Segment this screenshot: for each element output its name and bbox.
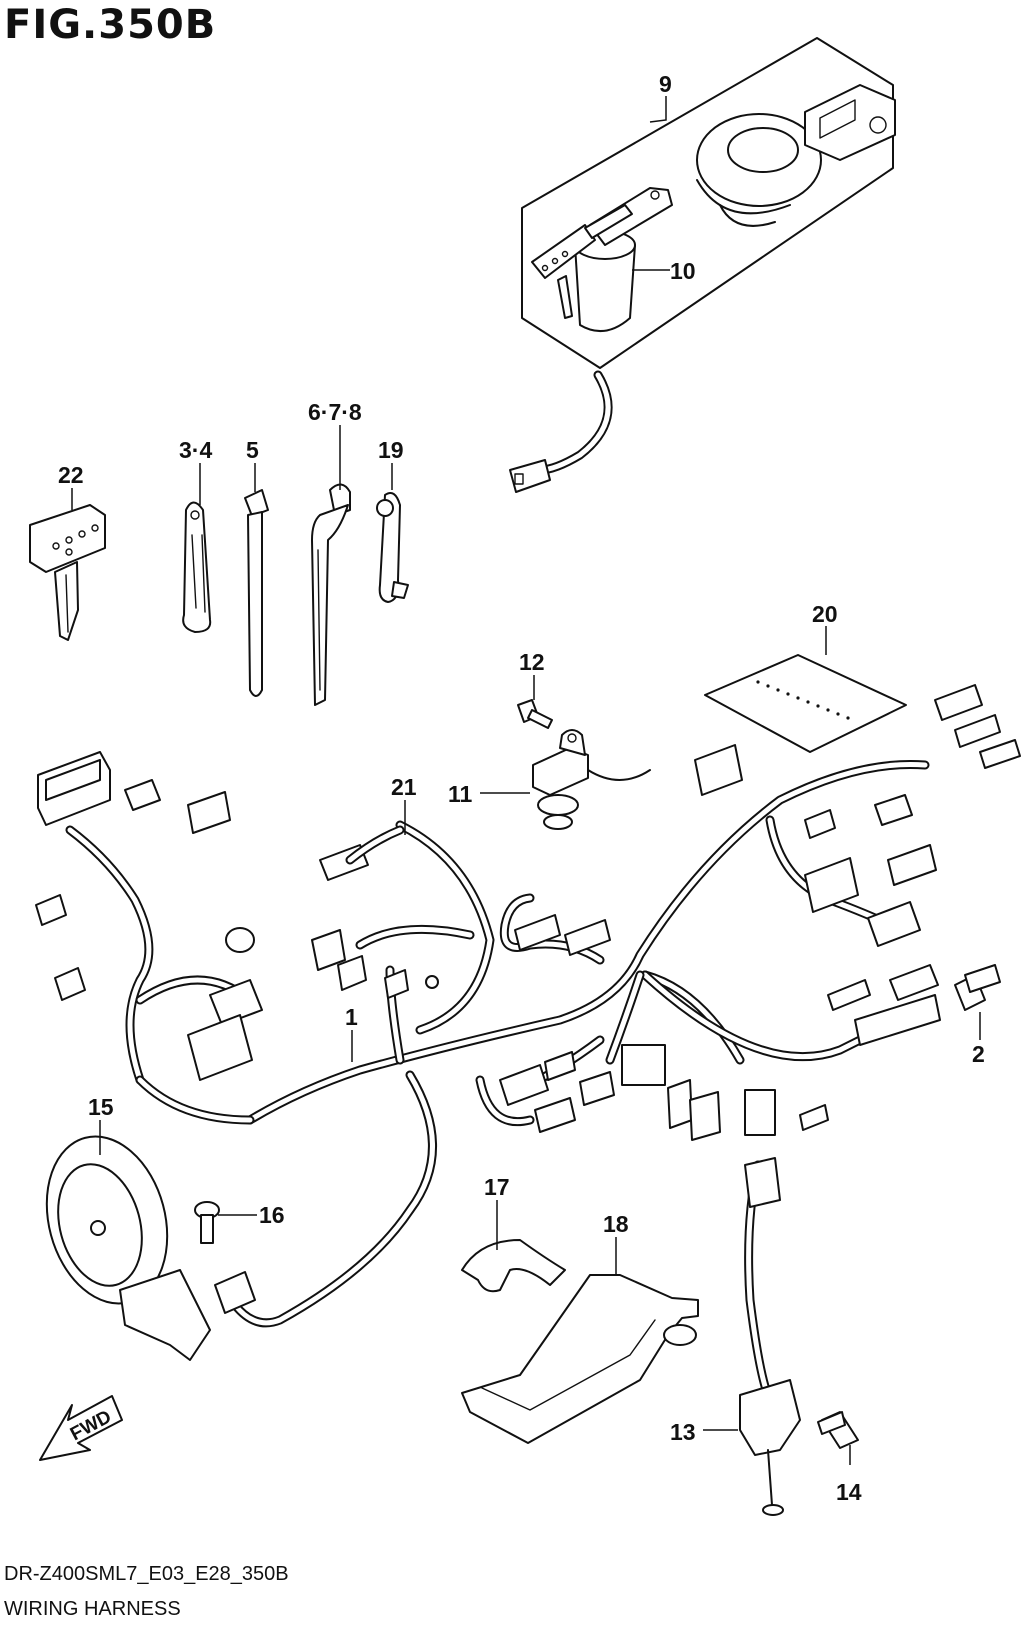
- bolt-14[interactable]: [817, 1411, 859, 1449]
- callout-22: 22: [58, 462, 84, 488]
- leader-lines: [71, 96, 981, 1465]
- horn-connector: [214, 1271, 256, 1314]
- connector-r: [667, 1079, 693, 1129]
- connector-e: [54, 967, 86, 1001]
- connector-t: [744, 1089, 776, 1136]
- connector-j: [311, 929, 346, 971]
- model-code: DR-Z400SML7_E03_E28_350B: [4, 1563, 289, 1585]
- bolt-12[interactable]: [517, 699, 553, 729]
- connector-af: [979, 739, 1021, 769]
- connector-m: [499, 1064, 549, 1106]
- connector-ai: [889, 964, 939, 1001]
- connector-d: [35, 894, 67, 926]
- cover-17[interactable]: [461, 1239, 566, 1293]
- sheet-20[interactable]: [704, 654, 907, 753]
- callout-13: 13: [670, 1419, 696, 1445]
- connector-b: [124, 779, 161, 811]
- callout-19: 19: [378, 437, 404, 463]
- callout-6-7-8: 6·7·8: [308, 399, 362, 425]
- callout-20: 20: [812, 601, 838, 627]
- bracket-18[interactable]: [461, 1274, 699, 1444]
- section-name: WIRING HARNESS: [4, 1598, 181, 1620]
- connector-ag: [827, 979, 871, 1011]
- connector-c: [187, 791, 231, 834]
- callout-9: 9: [659, 71, 672, 97]
- band-6-7-8[interactable]: [311, 483, 351, 706]
- connector-v: [514, 914, 561, 951]
- clamp-3-4[interactable]: [182, 501, 212, 633]
- callout-17: 17: [484, 1174, 510, 1200]
- callout-1: 1: [345, 1004, 358, 1030]
- figure-title: FIG.350B: [4, 2, 217, 48]
- callout-3-4: 3·4: [179, 437, 212, 463]
- connector-h: [225, 927, 255, 953]
- connector-z: [874, 794, 913, 826]
- connector-o: [544, 1051, 576, 1081]
- connector-g: [187, 1014, 253, 1081]
- connector-ah: [854, 994, 941, 1046]
- connector-n: [534, 1097, 576, 1133]
- sensor-13[interactable]: [739, 1157, 801, 1516]
- lock-set-9[interactable]: [509, 37, 896, 493]
- callout-18: 18: [603, 1211, 629, 1237]
- main-harness-1[interactable]: [35, 684, 1021, 1328]
- fuse-2[interactable]: [954, 964, 1001, 1011]
- connector-p: [579, 1071, 615, 1106]
- horn-15[interactable]: [29, 1123, 211, 1361]
- connector-ad: [934, 684, 983, 721]
- connector-ae: [954, 714, 1001, 748]
- connector-s: [689, 1091, 721, 1141]
- key-22[interactable]: [29, 504, 106, 641]
- callout-21: 21: [391, 774, 417, 800]
- connector-x: [694, 744, 743, 796]
- callout-12: 12: [519, 649, 545, 675]
- callout-11: 11: [448, 781, 473, 807]
- connector-ab: [887, 844, 937, 886]
- fwd-arrow-icon: FWD: [39, 1395, 123, 1461]
- connector-ac: [867, 901, 921, 947]
- bolt-16[interactable]: [194, 1201, 220, 1244]
- callout-5: 5: [246, 437, 259, 463]
- connector-k: [337, 955, 367, 991]
- connector-f: [209, 979, 263, 1026]
- sub-harness-21[interactable]: [345, 825, 405, 865]
- cable-tie-5[interactable]: [244, 489, 269, 697]
- callout-14: 14: [836, 1479, 862, 1505]
- sheet-dots: [756, 680, 850, 720]
- connector-l: [384, 969, 409, 999]
- callout-15: 15: [88, 1094, 114, 1120]
- connector-u: [799, 1104, 829, 1131]
- connector-q: [621, 1044, 666, 1086]
- callout-10: 10: [670, 258, 696, 284]
- callout-16: 16: [259, 1202, 285, 1228]
- clamp-19[interactable]: [376, 492, 409, 603]
- connector-aa: [804, 857, 859, 913]
- switch-11[interactable]: [532, 729, 651, 830]
- connector-y: [804, 809, 836, 839]
- connector-w: [564, 919, 611, 956]
- callout-2: 2: [972, 1041, 985, 1067]
